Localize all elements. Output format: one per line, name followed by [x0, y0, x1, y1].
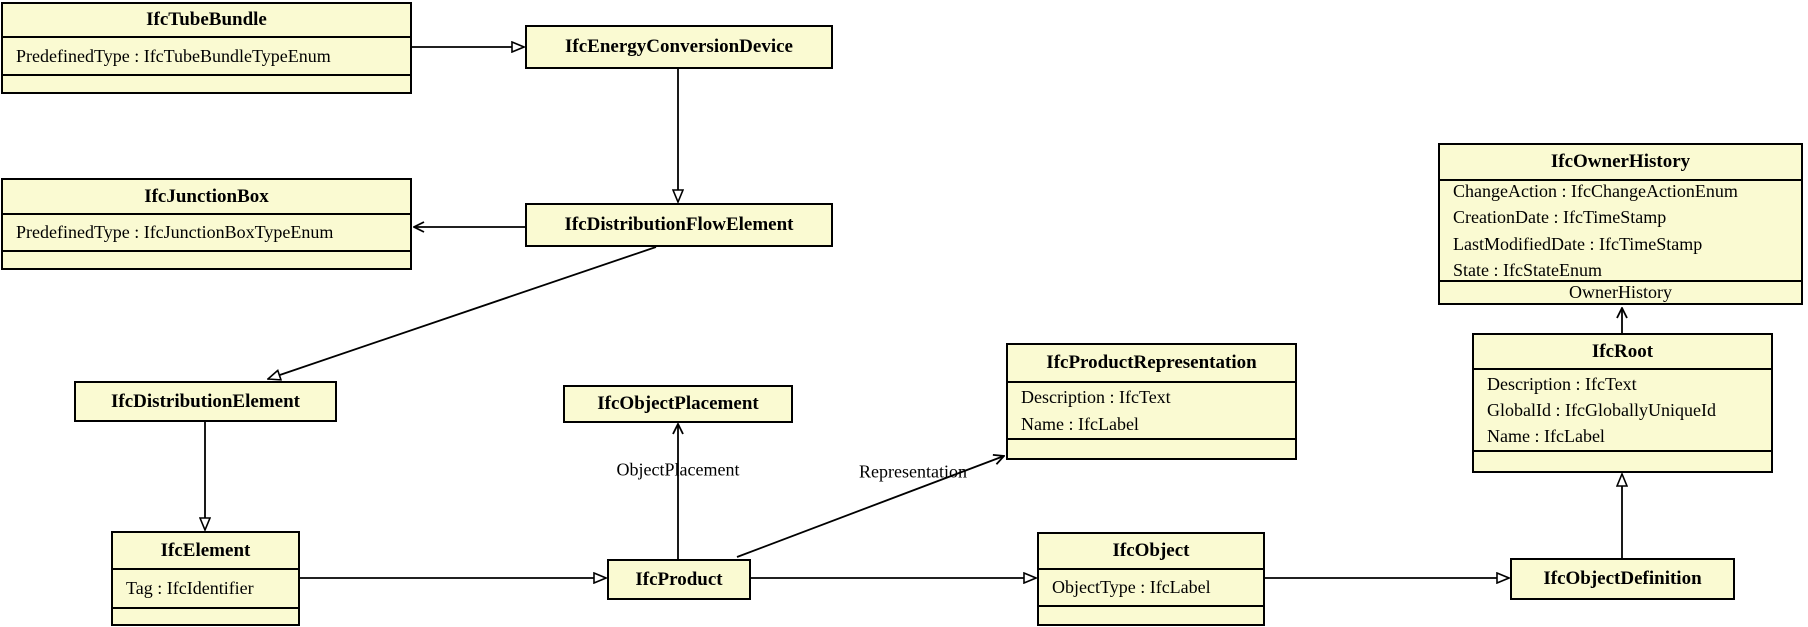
edge-label-objectplacement: ObjectPlacement [616, 459, 740, 480]
class-title: IfcTubeBundle [3, 4, 410, 38]
class-title: IfcJunctionBox [3, 180, 410, 215]
class-title: IfcElement [113, 533, 298, 570]
compartment-empty: OwnerHistory [1440, 282, 1801, 303]
edge-label-ownerhistory: OwnerHistory [1569, 282, 1672, 302]
class-attribute: Name : IfcLabel [1487, 426, 1605, 447]
class-attribute: Tag : IfcIdentifier [126, 578, 254, 599]
compartment-empty [113, 609, 298, 624]
class-title: IfcDistributionElement [111, 390, 300, 412]
class-title: IfcProduct [635, 568, 723, 590]
class-box-ifcdistributionelement: IfcDistributionElement [74, 381, 337, 422]
class-attribute: State : IfcStateEnum [1453, 259, 1602, 280]
class-attribute: ObjectType : IfcLabel [1052, 577, 1211, 598]
class-attribute: Name : IfcLabel [1021, 413, 1139, 434]
class-attributes: Description : IfcText GlobalId : IfcGlob… [1474, 370, 1771, 452]
class-attribute: ChangeAction : IfcChangeActionEnum [1453, 181, 1738, 202]
class-title: IfcRoot [1474, 335, 1771, 370]
edge-label-representation: Representation [859, 461, 967, 482]
class-box-ifcelement: IfcElement Tag : IfcIdentifier [111, 531, 300, 626]
class-box-ifcobject: IfcObject ObjectType : IfcLabel [1037, 532, 1265, 626]
class-attributes: Description : IfcText Name : IfcLabel [1008, 383, 1295, 440]
class-attribute: LastModifiedDate : IfcTimeStamp [1453, 233, 1703, 254]
compartment-empty [1474, 452, 1771, 471]
class-box-ifctubebundle: IfcTubeBundle PredefinedType : IfcTubeBu… [1, 2, 412, 94]
class-title: IfcOwnerHistory [1440, 145, 1801, 181]
edge-association-product-productrepresentation [736, 456, 1004, 558]
class-attributes: PredefinedType : IfcTubeBundleTypeEnum [3, 38, 410, 76]
class-title: IfcEnergyConversionDevice [565, 36, 793, 57]
class-title: IfcObjectDefinition [1543, 568, 1702, 589]
class-attributes: Tag : IfcIdentifier [113, 570, 298, 609]
class-attribute: CreationDate : IfcTimeStamp [1453, 207, 1667, 228]
class-box-ifcenergyconversiondevice: IfcEnergyConversionDevice [525, 25, 833, 69]
class-attributes: ObjectType : IfcLabel [1039, 570, 1263, 607]
compartment-empty [1039, 607, 1263, 624]
class-box-ifcjunctionbox: IfcJunctionBox PredefinedType : IfcJunct… [1, 178, 412, 270]
class-attributes: PredefinedType : IfcJunctionBoxTypeEnum [3, 215, 410, 252]
class-box-ifcdistributionflowelement: IfcDistributionFlowElement [525, 203, 833, 247]
class-attribute: Description : IfcText [1021, 387, 1171, 408]
class-title: IfcObjectPlacement [597, 393, 759, 414]
class-box-ifcobjectplacement: IfcObjectPlacement [563, 385, 793, 423]
class-attribute: PredefinedType : IfcTubeBundleTypeEnum [16, 45, 331, 66]
edge-generalization-distributionflowelement-distributionelement [268, 246, 657, 379]
class-box-ifcownerhistory: IfcOwnerHistory ChangeAction : IfcChange… [1438, 143, 1803, 305]
compartment-empty [1008, 440, 1295, 458]
class-title: IfcDistributionFlowElement [564, 214, 794, 235]
class-title: IfcProductRepresentation [1008, 345, 1295, 383]
compartment-empty [3, 76, 410, 92]
class-attribute: PredefinedType : IfcJunctionBoxTypeEnum [16, 222, 334, 243]
class-attributes: ChangeAction : IfcChangeActionEnum Creat… [1440, 181, 1801, 282]
class-title: IfcObject [1039, 534, 1263, 570]
class-box-ifcobjectdefinition: IfcObjectDefinition [1510, 558, 1735, 600]
class-box-ifcproduct: IfcProduct [607, 559, 751, 600]
class-attribute: Description : IfcText [1487, 373, 1637, 394]
compartment-empty [3, 252, 410, 268]
class-attribute: GlobalId : IfcGloballyUniqueId [1487, 399, 1716, 420]
class-box-ifcroot: IfcRoot Description : IfcText GlobalId :… [1472, 333, 1773, 473]
class-box-ifcproductrepresentation: IfcProductRepresentation Description : I… [1006, 343, 1297, 460]
